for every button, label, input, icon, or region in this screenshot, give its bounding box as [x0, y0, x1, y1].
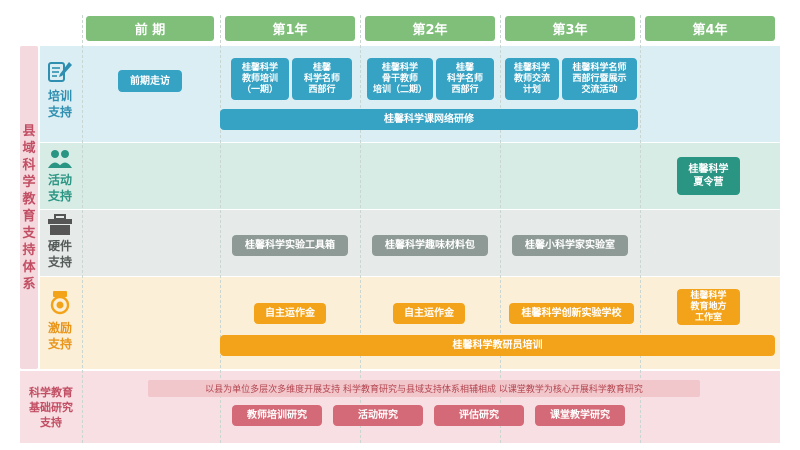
- pen-paper-icon: [47, 60, 73, 84]
- training-y2-backbone-box: 桂馨科学 骨干教师 培训（二期）: [367, 58, 433, 100]
- training-y1-teacher-box: 桂馨科学 教师培训 （一期）: [231, 58, 289, 100]
- band-activity: [40, 143, 780, 209]
- training-y3-showcase-box: 桂馨科学名师 西部行暨展示 交流活动: [562, 58, 637, 100]
- pre-visit-box: 前期走访: [118, 70, 182, 92]
- local-studio-box: 桂馨科学 教育地方 工作室: [677, 289, 740, 325]
- toolbox-icon: [46, 214, 74, 236]
- column-divider: [82, 15, 83, 443]
- column-divider: [220, 15, 221, 443]
- material-pack-box: 桂馨科学趣味材料包: [372, 235, 488, 256]
- category-incentive-label: 激励 支持: [47, 321, 72, 351]
- researcher-training-bar: 桂馨科学教研员培训: [220, 335, 775, 356]
- scientist-lab-box: 桂馨小科学家实验室: [512, 235, 628, 256]
- research-activity: 活动研究: [333, 405, 423, 426]
- header-year-1: 第1年: [225, 16, 355, 41]
- summer-camp-box: 桂馨科学 夏令营: [677, 157, 740, 195]
- category-training-label: 培训 支持: [47, 89, 72, 119]
- side-title-text: 县域科学教育支持体系: [22, 123, 36, 292]
- column-divider: [360, 15, 361, 443]
- category-activity: 活动 支持: [40, 148, 80, 208]
- award-medal-icon: [48, 290, 72, 316]
- research-evaluation: 评估研究: [434, 405, 524, 426]
- research-classroom: 课堂教学研究: [535, 405, 625, 426]
- header-year-4: 第4年: [645, 16, 775, 41]
- training-y2-masters-box: 桂馨 科学名师 西部行: [436, 58, 494, 100]
- training-y3-exchange-box: 桂馨科学 教师交流 计划: [505, 58, 559, 100]
- column-divider: [500, 15, 501, 443]
- self-operation-fund-y2: 自主运作金: [393, 303, 465, 324]
- online-training-bar: 桂馨科学课网络研修: [220, 109, 638, 130]
- category-activity-label: 活动 支持: [47, 173, 72, 203]
- column-divider: [640, 15, 641, 443]
- header-pre-period: 前 期: [86, 16, 214, 41]
- side-title: 县域科学教育支持体系: [20, 46, 38, 369]
- people-icon: [46, 148, 74, 170]
- self-operation-fund-y1: 自主运作金: [254, 303, 326, 324]
- category-training: 培训 支持: [40, 60, 80, 132]
- toolbox-kit-box: 桂馨科学实验工具箱: [232, 235, 348, 256]
- training-y1-masters-box: 桂馨 科学名师 西部行: [292, 58, 352, 100]
- category-hardware-label: 硬件 支持: [47, 239, 72, 269]
- header-year-2: 第2年: [365, 16, 495, 41]
- research-teacher-training: 教师培训研究: [232, 405, 322, 426]
- category-incentive: 激励 支持: [40, 290, 80, 362]
- category-hardware: 硬件 支持: [40, 214, 80, 274]
- research-banner: 以县为单位多层次多维度开展支持 科学教育研究与县域支持体系相辅相成 以课堂教学为…: [148, 380, 700, 397]
- innovation-school-box: 桂馨科学创新实验学校: [509, 303, 634, 324]
- header-year-3: 第3年: [505, 16, 635, 41]
- research-title: 科学教育 基础研究 支持: [29, 385, 73, 429]
